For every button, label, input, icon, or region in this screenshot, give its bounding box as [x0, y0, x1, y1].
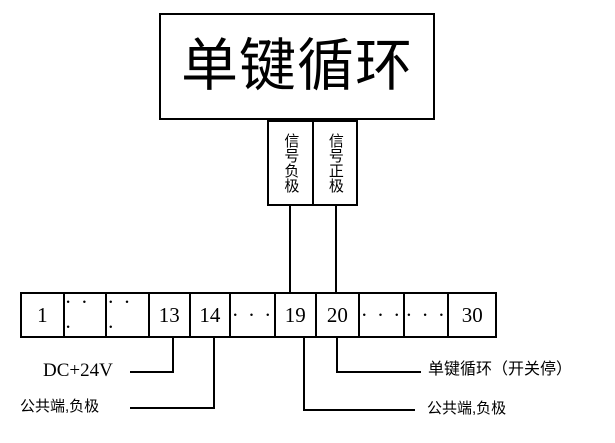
label-common-negative-left: 公共端,负极	[20, 398, 100, 415]
terminal-13-label: 13	[158, 302, 180, 327]
terminal-gap-a-label: · · ·	[64, 290, 90, 339]
terminal-gap-d: · · ·	[360, 294, 405, 336]
terminal-strip: 1 · · · · · · 13 14 · · · 19 20 · · · · …	[20, 290, 497, 339]
terminal-1: 1	[22, 294, 65, 336]
terminal-1-label: 1	[37, 302, 48, 327]
terminal-14: 14	[190, 294, 232, 336]
terminal-13: 13	[149, 294, 191, 336]
label-power-supply: DC+24V	[43, 360, 113, 381]
terminal-14-label: 14	[199, 302, 221, 327]
signal-positive-label: 信号正极	[326, 133, 343, 193]
label-single-key-cycle: 单键循环（开关停）	[428, 361, 573, 378]
terminal-gap-c: · · ·	[231, 294, 276, 336]
signal-positive-box: 信号正极	[311, 120, 358, 206]
wire-signal-negative-to-19	[289, 204, 291, 294]
wire-20-drop	[336, 336, 338, 372]
terminal-30: 30	[449, 294, 495, 336]
terminal-gap-b: · · ·	[107, 290, 150, 339]
signal-terminal-group: 信号负极 信号正极	[267, 120, 358, 206]
label-common-negative-right: 公共端,负极	[427, 400, 507, 417]
wire-19-drop	[303, 336, 305, 410]
device-title: 单键循环	[181, 35, 413, 98]
wire-14-run	[130, 407, 215, 409]
terminal-19: 19	[275, 294, 317, 336]
wire-signal-positive-to-20	[335, 204, 337, 294]
terminal-20: 20	[316, 294, 361, 336]
device-box: 单键循环	[159, 13, 435, 120]
terminal-gap-e-label: · · ·	[405, 302, 447, 327]
signal-negative-box: 信号负极	[267, 120, 314, 206]
terminal-gap-e: · · ·	[404, 294, 450, 336]
wire-19-run	[303, 409, 415, 411]
wire-13-run	[130, 371, 174, 373]
wire-13-drop	[172, 336, 174, 372]
terminal-gap-a: · · ·	[64, 290, 108, 339]
signal-negative-label: 信号负极	[282, 133, 299, 193]
terminal-20-label: 20	[326, 302, 348, 327]
terminal-gap-c-label: · · ·	[231, 302, 274, 327]
wire-20-run	[336, 371, 421, 373]
terminal-19-label: 19	[284, 302, 306, 327]
wire-14-drop	[213, 336, 215, 408]
terminal-30-label: 30	[461, 302, 483, 327]
terminal-gap-d-label: · · ·	[360, 302, 403, 327]
terminal-gap-b-label: · · ·	[107, 290, 133, 339]
